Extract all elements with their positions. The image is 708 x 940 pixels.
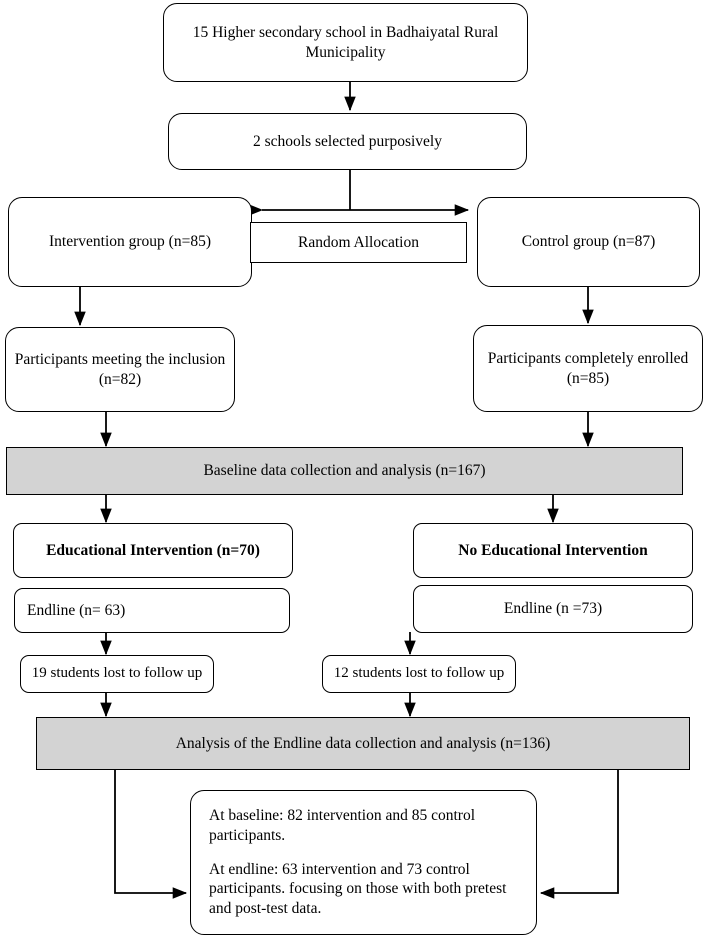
node-schools-selected: 2 schools selected purposively (168, 113, 527, 170)
node-lost-followup-right-label: 12 students lost to follow up (333, 665, 505, 682)
node-lost-followup-left: 19 students lost to follow up (20, 655, 214, 693)
node-endline-left-label: Endline (n= 63) (27, 601, 126, 619)
node-endline-analysis-label: Analysis of the Endline data collection … (175, 734, 551, 752)
node-participants-enrolled-label: Participants completely enrolled (n=85) (487, 349, 689, 387)
node-intervention-group-label: Intervention group (n=85) (49, 233, 211, 251)
node-intervention-group: Intervention group (n=85) (8, 197, 252, 287)
node-random-allocation-label: Random Allocation (298, 233, 419, 251)
node-endline-analysis: Analysis of the Endline data collection … (36, 717, 690, 770)
node-schools-total: 15 Higher secondary school in Badhaiyata… (163, 3, 528, 82)
summary-baseline-text: At baseline: 82 intervention and 85 cont… (209, 806, 476, 844)
node-participants-enrolled: Participants completely enrolled (n=85) (473, 325, 703, 412)
node-lost-followup-left-label: 19 students lost to follow up (31, 665, 203, 682)
node-baseline-analysis: Baseline data collection and analysis (n… (6, 447, 683, 495)
node-educational-intervention-label: Educational Intervention (n=70) (46, 541, 260, 559)
node-control-group: Control group (n=87) (477, 197, 700, 287)
node-endline-left: Endline (n= 63) (14, 588, 290, 633)
node-educational-intervention: Educational Intervention (n=70) (13, 523, 293, 578)
node-endline-right-label: Endline (n =73) (503, 600, 603, 618)
node-participants-inclusion-label: Participants meeting the inclusion (n=82… (14, 350, 226, 388)
node-summary: At baseline: 82 intervention and 85 cont… (190, 790, 537, 935)
node-endline-right: Endline (n =73) (413, 585, 693, 633)
node-random-allocation: Random Allocation (250, 222, 467, 263)
summary-text-block: At baseline: 82 intervention and 85 cont… (209, 806, 522, 919)
node-schools-selected-label: 2 schools selected purposively (253, 132, 442, 150)
node-schools-total-label: 15 Higher secondary school in Badhaiyata… (192, 23, 499, 61)
node-no-educational-intervention-label: No Educational Intervention (458, 541, 648, 559)
summary-endline-text: At endline: 63 intervention and 73 contr… (209, 860, 507, 918)
node-participants-inclusion: Participants meeting the inclusion (n=82… (5, 327, 235, 412)
node-lost-followup-right: 12 students lost to follow up (322, 655, 516, 693)
node-no-educational-intervention: No Educational Intervention (413, 523, 693, 578)
node-control-group-label: Control group (n=87) (521, 233, 656, 251)
node-baseline-analysis-label: Baseline data collection and analysis (n… (203, 462, 486, 480)
